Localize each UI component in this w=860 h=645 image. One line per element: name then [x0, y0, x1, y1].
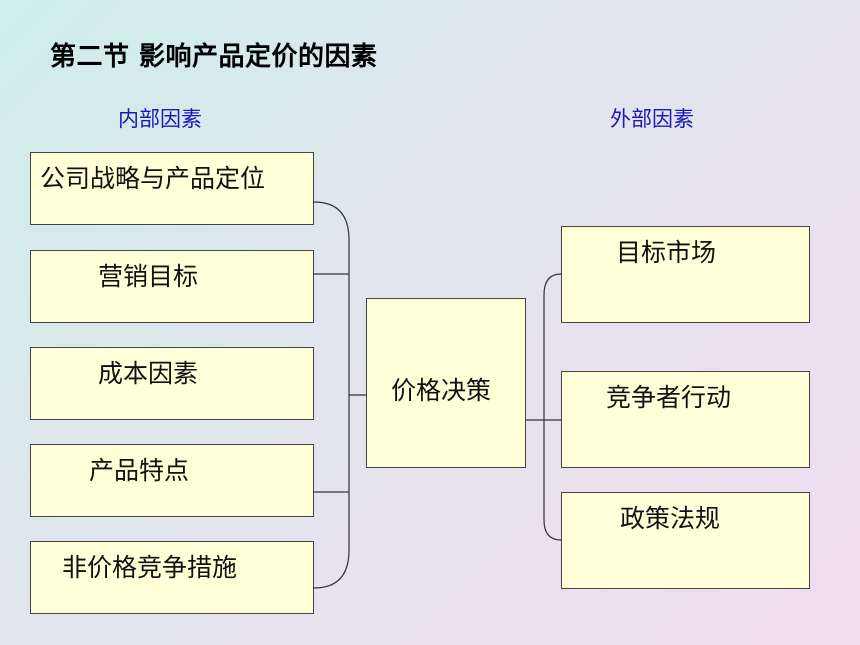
factor-box-strategy: 公司战略与产品定位	[30, 152, 314, 225]
price-decision-label: 价格决策	[391, 376, 492, 405]
factor-label: 公司战略与产品定位	[40, 164, 266, 193]
page-title: 第二节 影响产品定价的因素	[50, 42, 378, 72]
factor-label: 产品特点	[89, 456, 190, 485]
factor-label: 非价格竞争措施	[62, 553, 238, 582]
factor-box-marketing-goals: 营销目标	[30, 250, 314, 323]
factor-label: 目标市场	[616, 238, 717, 267]
factor-box-competitor-actions: 竞争者行动	[561, 371, 810, 468]
factor-label: 竞争者行动	[606, 383, 732, 412]
factor-box-product-features: 产品特点	[30, 444, 314, 517]
factor-box-non-price-competition: 非价格竞争措施	[30, 541, 314, 614]
factor-label: 营销目标	[98, 262, 199, 291]
internal-factors-label: 内部因素	[118, 107, 202, 131]
external-factors-label: 外部因素	[610, 107, 694, 131]
right-bracket	[543, 273, 562, 541]
factor-label: 政策法规	[620, 504, 721, 533]
factor-label: 成本因素	[98, 359, 199, 388]
price-decision-box: 价格决策	[366, 298, 526, 468]
factor-box-target-market: 目标市场	[561, 226, 810, 323]
factor-box-policy-regulations: 政策法规	[561, 492, 810, 589]
left-bracket	[313, 201, 350, 589]
factor-box-cost: 成本因素	[30, 347, 314, 420]
